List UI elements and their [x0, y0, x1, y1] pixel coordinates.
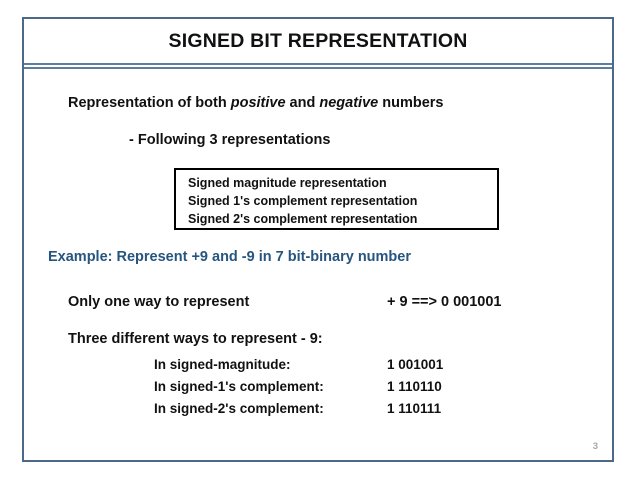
intro-line: Representation of both positive and nega… — [68, 95, 443, 111]
list-item: Signed 2's complement representation — [188, 212, 418, 226]
result-label-signed-magnitude: In signed-magnitude: — [154, 357, 291, 372]
representations-box: Signed magnitude representation Signed 1… — [174, 168, 499, 230]
result-value-ones-complement: 1 110110 — [387, 379, 442, 394]
result-value-twos-complement: 1 110111 — [387, 401, 442, 416]
title-divider-line-bottom — [24, 67, 612, 69]
result-label-ones-complement: In signed-1's complement: — [154, 379, 324, 394]
intro-prefix: Representation of both — [68, 95, 231, 111]
result-value-signed-magnitude: 1 001001 — [387, 357, 444, 372]
slide-title-band: SIGNED BIT REPRESENTATION — [24, 19, 612, 63]
intro-italic-positive: positive — [230, 95, 286, 111]
list-item: Signed 1's complement representation — [188, 194, 418, 208]
result-label-twos-complement: In signed-2's complement: — [154, 401, 324, 416]
intro-italic-negative: negative — [319, 95, 379, 111]
list-item: Signed magnitude representation — [188, 176, 387, 190]
example-heading: Example: Represent +9 and -9 in 7 bit-bi… — [48, 249, 411, 265]
intro-mid: and — [285, 95, 320, 111]
page-number: 3 — [592, 441, 598, 452]
slide-body: Representation of both positive and nega… — [24, 69, 612, 460]
intro-suffix: numbers — [378, 95, 444, 111]
page-title: SIGNED BIT REPRESENTATION — [168, 29, 468, 52]
title-divider — [24, 63, 612, 69]
following-representations-line: - Following 3 representations — [129, 132, 331, 148]
positive-representation-value: + 9 ==> 0 001001 — [387, 294, 502, 310]
title-divider-line-top — [24, 63, 612, 65]
slide-frame: SIGNED BIT REPRESENTATION Representation… — [22, 17, 614, 462]
positive-representation-label: Only one way to represent — [68, 294, 250, 310]
negative-representation-label: Three different ways to represent - 9: — [68, 331, 323, 347]
